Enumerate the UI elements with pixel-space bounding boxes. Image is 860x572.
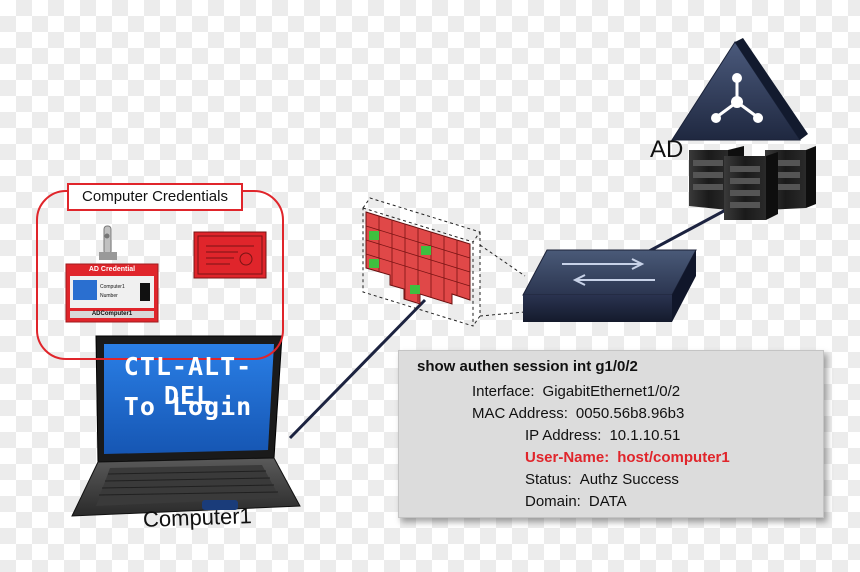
laptop-label: Computer1 bbox=[142, 503, 253, 532]
credentials-panel bbox=[36, 190, 284, 360]
field-value: Authz Success bbox=[579, 471, 679, 488]
session-field-interface: Interface: GigabitEthernet1/0/2 bbox=[472, 383, 680, 400]
field-value: 10.1.10.51 bbox=[609, 427, 681, 444]
network-switch-icon bbox=[522, 249, 697, 322]
session-field-domain: Domain: DATA bbox=[525, 493, 627, 510]
badge-footer: ADComputer1 bbox=[91, 311, 133, 317]
port-grid-icon bbox=[365, 211, 471, 305]
field-label: Status: bbox=[525, 471, 572, 488]
session-command: show authen session int g1/0/2 bbox=[417, 358, 638, 375]
laptop-to-switch-link bbox=[288, 298, 427, 440]
field-label: User-Name: bbox=[525, 449, 610, 466]
field-value: host/computer1 bbox=[617, 449, 730, 466]
field-value: 0050.56b8.96b3 bbox=[575, 405, 685, 422]
field-label: IP Address: bbox=[525, 427, 602, 444]
port-zoom-outline bbox=[362, 197, 526, 327]
badge-line1: Computer1 bbox=[100, 284, 125, 290]
active-directory-icon bbox=[671, 38, 808, 141]
id-badge-icon bbox=[65, 225, 159, 323]
switch-to-server-link bbox=[639, 203, 736, 258]
field-value: GigabitEthernet1/0/2 bbox=[542, 383, 681, 400]
badge-header: AD Credential bbox=[88, 266, 136, 273]
screen-line1: CTL-ALT-DEL bbox=[123, 352, 253, 410]
session-field-mac: MAC Address: 0050.56b8.96b3 bbox=[472, 405, 684, 422]
ad-server-label: AD bbox=[650, 136, 684, 163]
field-label: Interface: bbox=[472, 383, 535, 400]
badge-line2: Number bbox=[100, 293, 118, 299]
session-info-box: show authen session int g1/0/2 Interface… bbox=[398, 350, 824, 518]
session-field-status: Status: Authz Success bbox=[525, 471, 679, 488]
field-value: DATA bbox=[588, 493, 627, 510]
field-label: MAC Address: bbox=[472, 405, 568, 422]
certificate-icon bbox=[193, 231, 267, 279]
field-label: Domain: bbox=[525, 493, 581, 510]
credentials-title: Computer Credentials bbox=[67, 183, 243, 211]
session-field-username: User-Name: host/computer1 bbox=[525, 449, 730, 466]
screen-line2: To Login bbox=[123, 392, 253, 421]
session-field-ip: IP Address: 10.1.10.51 bbox=[525, 427, 680, 444]
server-rack-icon bbox=[689, 146, 816, 220]
laptop-icon bbox=[71, 335, 301, 517]
